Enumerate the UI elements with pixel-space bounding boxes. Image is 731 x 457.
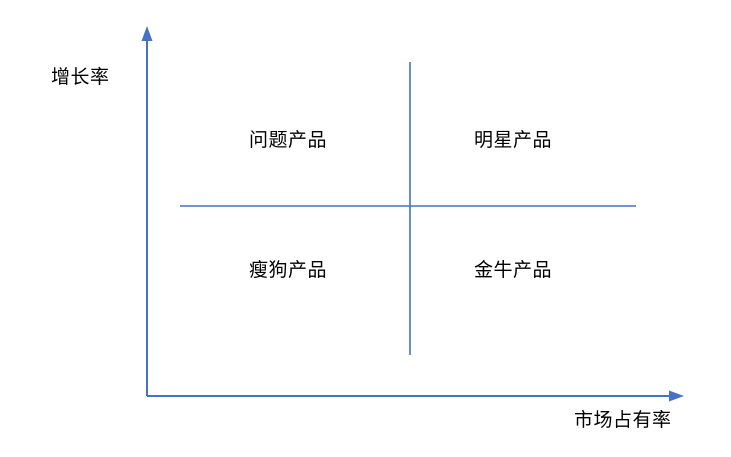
quadrant-label-question-marks: 问题产品 xyxy=(249,130,328,151)
x-axis-label: 市场占有率 xyxy=(574,410,672,431)
quadrant-label-stars: 明星产品 xyxy=(474,130,553,151)
quadrant-label-cash-cows: 金牛产品 xyxy=(474,260,553,281)
x-axis-arrowhead-icon xyxy=(669,390,684,402)
quadrant-label-dogs: 瘦狗产品 xyxy=(249,260,328,281)
y-axis-label: 增长率 xyxy=(51,67,110,88)
y-axis-arrowhead-icon xyxy=(141,26,153,41)
